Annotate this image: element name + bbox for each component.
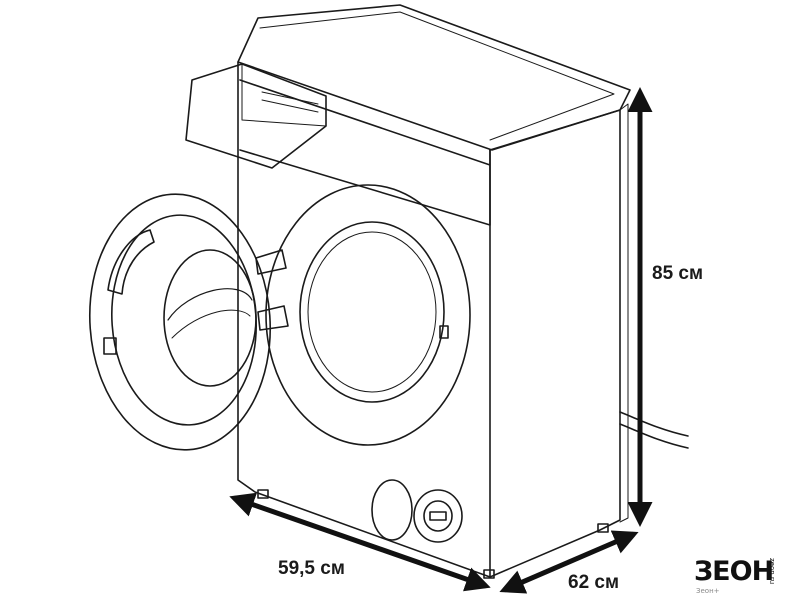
side-panel — [489, 109, 621, 578]
open-door-ring — [88, 193, 272, 451]
width-label: 59,5 см — [278, 558, 345, 579]
door-lock — [439, 325, 449, 339]
porthole-outer — [265, 184, 471, 446]
door-hinge-bottom — [257, 305, 289, 331]
brand-logo: ЗЕОН zeon.ru Зеон+ — [694, 556, 790, 596]
logo-subtitle: Зеон+ — [696, 587, 720, 595]
depth-arrow — [499, 530, 639, 594]
door-glass — [163, 249, 257, 387]
door-hinge-top — [255, 249, 287, 275]
door-handle — [107, 229, 155, 295]
front-panel — [237, 61, 491, 578]
logo-wordmark: ЗЕОН — [694, 556, 774, 587]
drain-hose — [619, 411, 689, 437]
height-label: 85 см — [652, 263, 704, 284]
detergent-drawer — [185, 63, 327, 169]
filter-hatch — [371, 479, 413, 541]
logo-domain: zeon.ru — [768, 558, 776, 585]
pump-cap-outer — [413, 489, 463, 543]
porthole-inner — [299, 221, 445, 403]
depth-label: 62 см — [568, 572, 620, 593]
control-panel — [239, 79, 491, 226]
width-arrow — [229, 492, 491, 592]
